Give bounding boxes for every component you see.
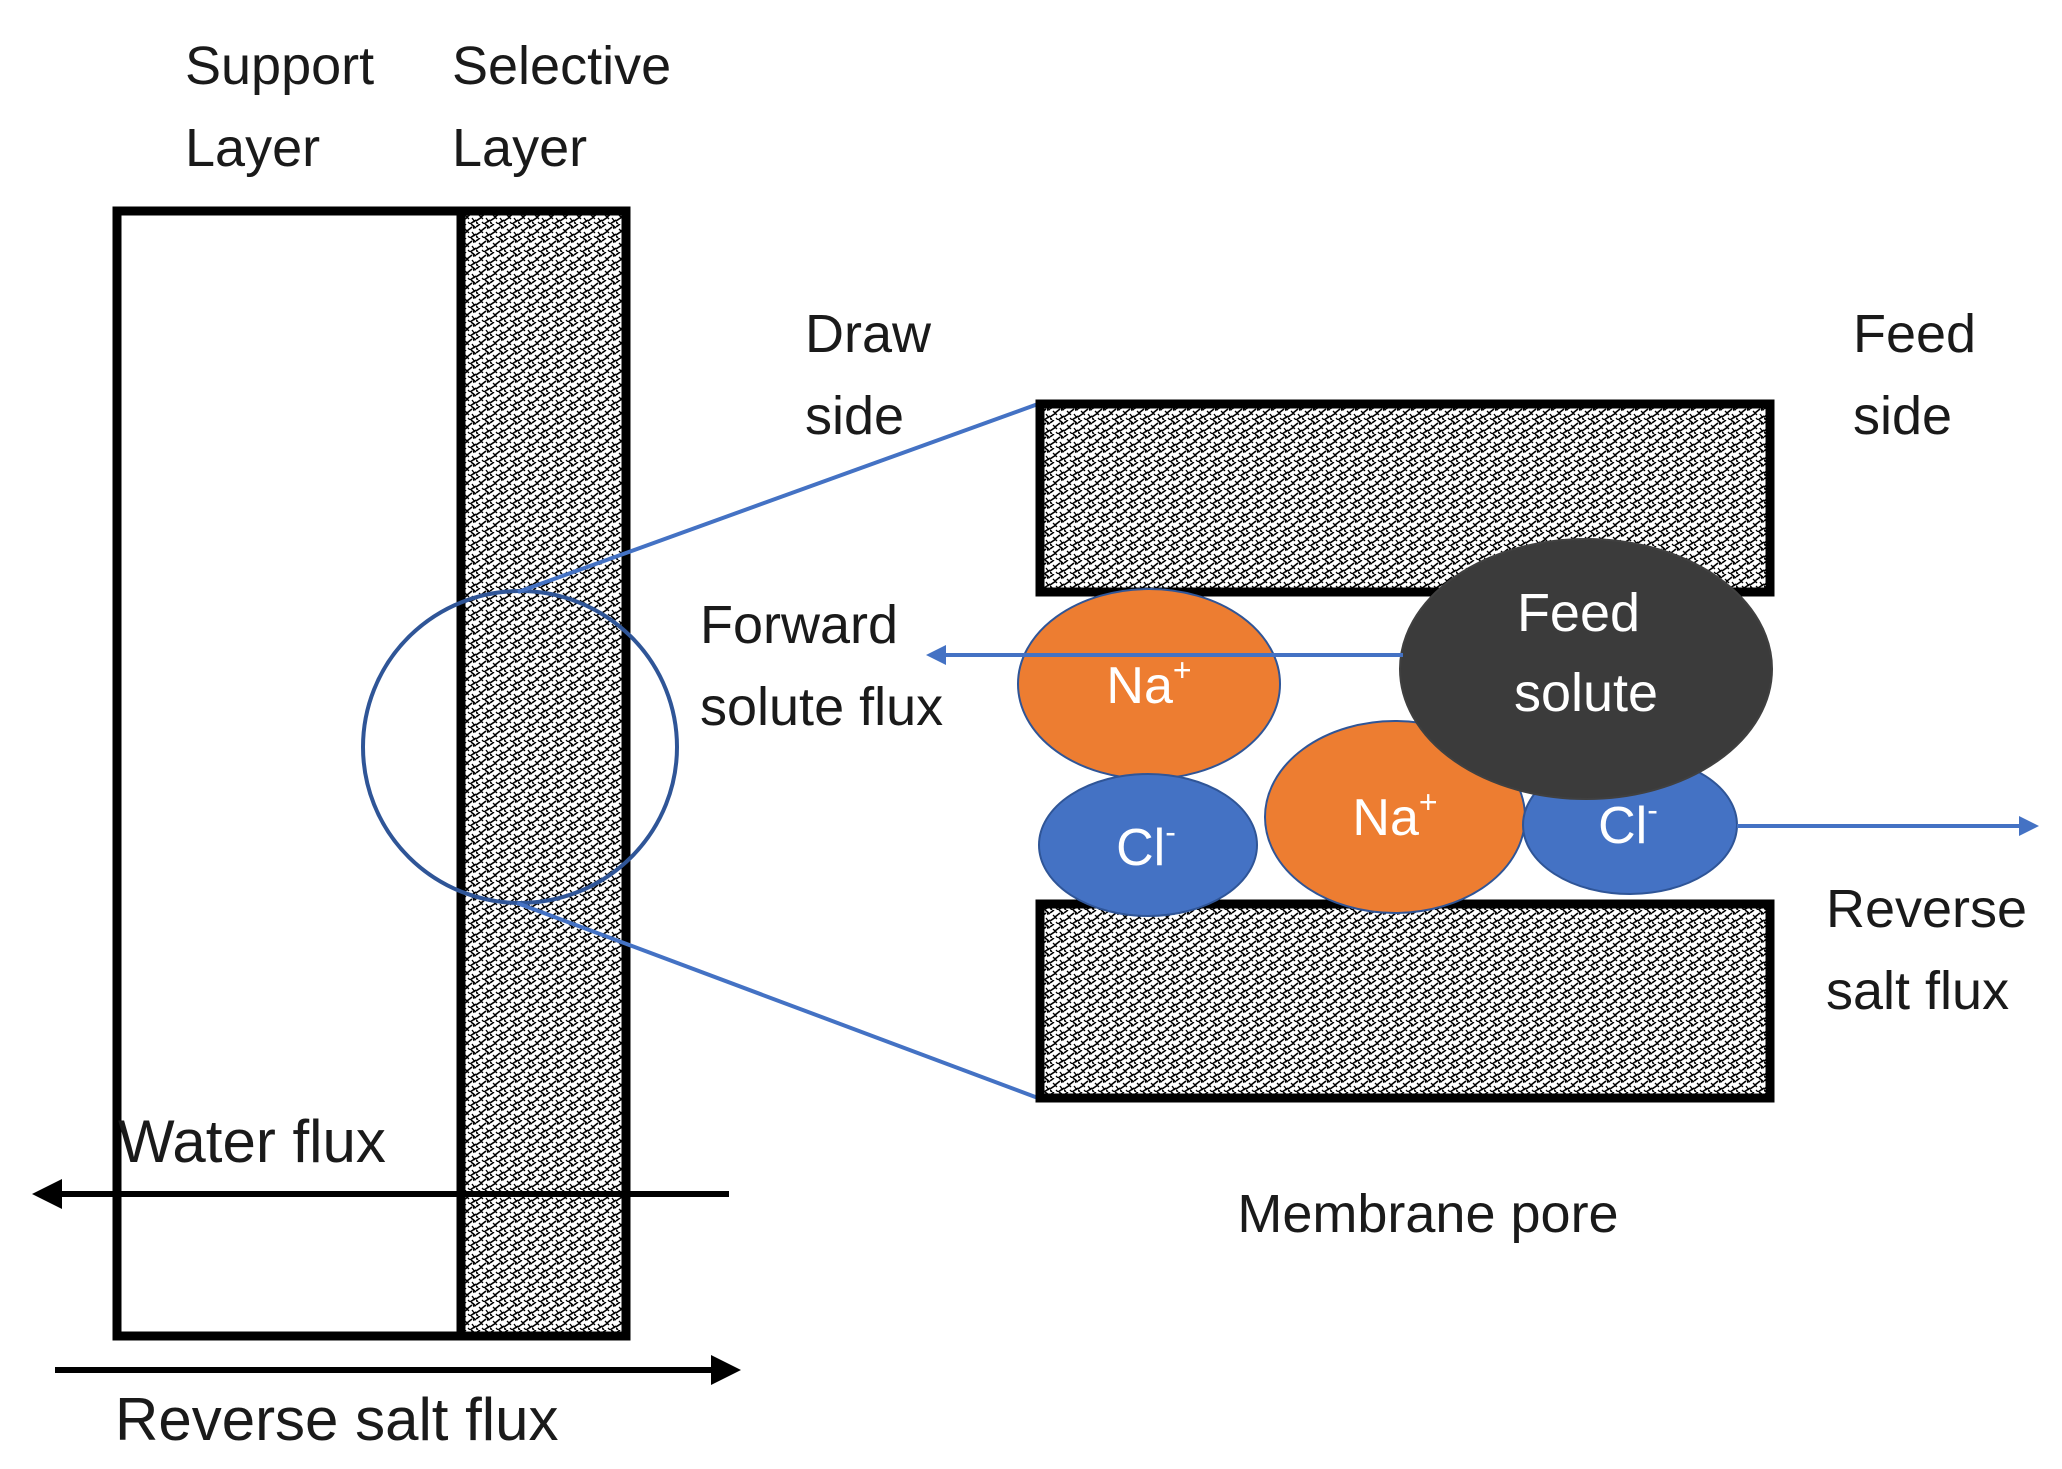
- forward-solute-flux-label: Forward solute flux: [700, 595, 943, 737]
- reverse-salt-flux-right-label: Reverse salt flux: [1826, 879, 2042, 1021]
- zoom-connector-top: [517, 402, 1039, 594]
- sodium-ion-top-label: Na+: [1106, 652, 1191, 715]
- zoom-connector-bottom: [516, 901, 1039, 1100]
- chloride-ion-right-label: Cl-: [1598, 792, 1658, 855]
- feed-solute-label: Feed solute: [1514, 583, 1658, 723]
- reverse-salt-flux-bottom-label: Reverse salt flux: [115, 1386, 559, 1453]
- selective-layer: [456, 206, 631, 1341]
- pore-wall-bottom: [1035, 899, 1775, 1103]
- feed-solute: [1399, 538, 1773, 800]
- chloride-ion-left: [1038, 773, 1258, 917]
- sodium-ion-middle-label: Na+: [1352, 784, 1437, 847]
- feed-side-label: Feed side: [1853, 304, 1991, 446]
- support-layer-label: Support Layer: [185, 36, 389, 178]
- support-layer: [112, 206, 466, 1341]
- chloride-ion-left-label: Cl-: [1116, 814, 1176, 877]
- selective-layer-label: Selective Layer: [452, 36, 686, 178]
- draw-side-label: Draw side: [805, 304, 946, 446]
- water-flux-label: Water flux: [118, 1108, 386, 1175]
- membrane-pore-label: Membrane pore: [1237, 1184, 1618, 1244]
